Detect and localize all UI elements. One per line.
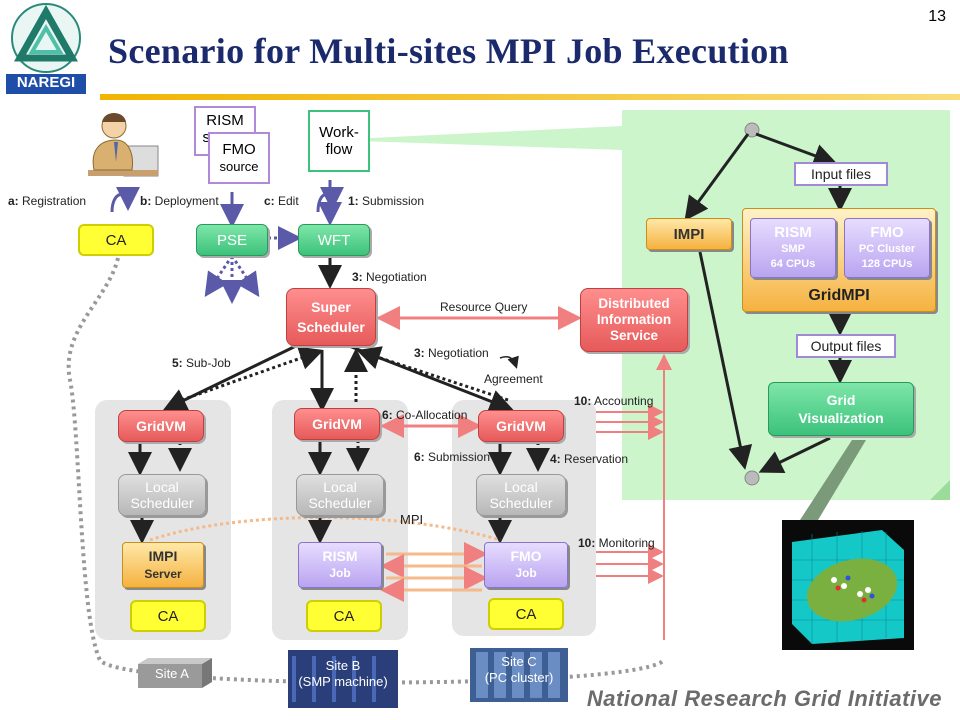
super-scheduler-node: Super Scheduler bbox=[286, 288, 376, 346]
impi-node: IMPI bbox=[646, 218, 732, 250]
rism-smp-node: RISM SMP 64 CPUs bbox=[750, 218, 836, 278]
wft-node: WFT bbox=[298, 224, 370, 256]
page-title: Scenario for Multi-sites MPI Job Executi… bbox=[108, 31, 789, 71]
label-accounting: 10: Accounting bbox=[574, 394, 654, 408]
workflow-line1: Work- bbox=[319, 124, 359, 141]
local-scheduler-site-b: Local Scheduler bbox=[296, 474, 384, 516]
site-a-label: Site A bbox=[155, 666, 189, 681]
site-b-machine-icon bbox=[286, 650, 400, 708]
super-scheduler-line1: Super bbox=[311, 299, 351, 315]
grid-visualization-node: Grid Visualization bbox=[768, 382, 914, 436]
fmo-job-node: FMO Job bbox=[484, 542, 568, 588]
distributed-information-service-node: Distributed Information Service bbox=[580, 288, 688, 352]
workflow-doc: Work- flow bbox=[308, 110, 370, 172]
page-number: 13 bbox=[928, 8, 946, 25]
footer-text: National Research Grid Initiative bbox=[586, 686, 942, 711]
dis-line1: Distributed bbox=[598, 296, 670, 311]
label-negotiation: 3: Negotiation bbox=[352, 270, 427, 284]
rism-job-node: RISM Job bbox=[298, 542, 382, 588]
label-edit: c: Edit bbox=[264, 194, 299, 208]
label-submission-2: 6: Submission bbox=[414, 450, 491, 464]
impi-server-node: IMPI Server bbox=[122, 542, 204, 588]
output-files-node: Output files bbox=[796, 334, 896, 358]
local-scheduler-site-c: Local Scheduler bbox=[476, 474, 566, 516]
label-co-allocation: 6: Co-Allocation bbox=[382, 408, 468, 422]
label-submission: 1: Submission bbox=[348, 194, 425, 208]
label-deployment: b: Deployment bbox=[140, 194, 219, 208]
site-b-label: Site B(SMP machine) bbox=[298, 658, 388, 689]
gridvm-site-c: GridVM bbox=[478, 410, 564, 442]
dis-line3: Service bbox=[609, 328, 659, 343]
logo-text: NAREGI bbox=[16, 74, 76, 91]
label-registration: a: Registration bbox=[8, 194, 87, 208]
input-files-node: Input files bbox=[794, 162, 888, 186]
label-negotiation-2: 3: Negotiation bbox=[414, 346, 489, 360]
naregi-logo bbox=[2, 2, 90, 96]
gridvm-site-a: GridVM bbox=[118, 410, 204, 442]
label-agreement: Agreement bbox=[484, 372, 543, 386]
ca-top-node: CA bbox=[78, 224, 154, 256]
super-scheduler-line2: Scheduler bbox=[297, 319, 365, 335]
ca-site-a: CA bbox=[130, 600, 206, 632]
fmo-source-line1: FMO bbox=[222, 141, 256, 158]
site-c-label: Site C(PC cluster) bbox=[484, 654, 554, 685]
workflow-line2: flow bbox=[325, 141, 353, 158]
dis-line2: Information bbox=[596, 312, 672, 327]
label-mpi: MPI bbox=[400, 512, 424, 527]
label-sub-job: 5: Sub-Job bbox=[172, 356, 231, 370]
ca-site-b: CA bbox=[306, 600, 382, 632]
visualization-image bbox=[782, 520, 914, 650]
fmo-source-line2: source bbox=[219, 159, 259, 174]
ca-site-c: CA bbox=[488, 598, 564, 630]
gridmpi-label: GridMPI bbox=[808, 287, 870, 304]
fmo-source-doc: FMO source bbox=[208, 132, 270, 184]
local-scheduler-site-a: Local Scheduler bbox=[118, 474, 206, 516]
fmo-pc-cluster-node: FMO PC Cluster 128 CPUs bbox=[844, 218, 930, 278]
site-c-cluster-icon bbox=[470, 648, 568, 702]
label-resource-query: Resource Query bbox=[440, 300, 528, 314]
label-monitoring: 10: Monitoring bbox=[578, 536, 655, 550]
user-icon bbox=[80, 100, 160, 184]
label-reservation: 4: Reservation bbox=[550, 452, 629, 466]
title-underline bbox=[100, 94, 960, 100]
pse-node: PSE bbox=[196, 224, 268, 256]
site-a-server-icon bbox=[132, 656, 216, 690]
gridvm-site-b: GridVM bbox=[294, 408, 380, 440]
